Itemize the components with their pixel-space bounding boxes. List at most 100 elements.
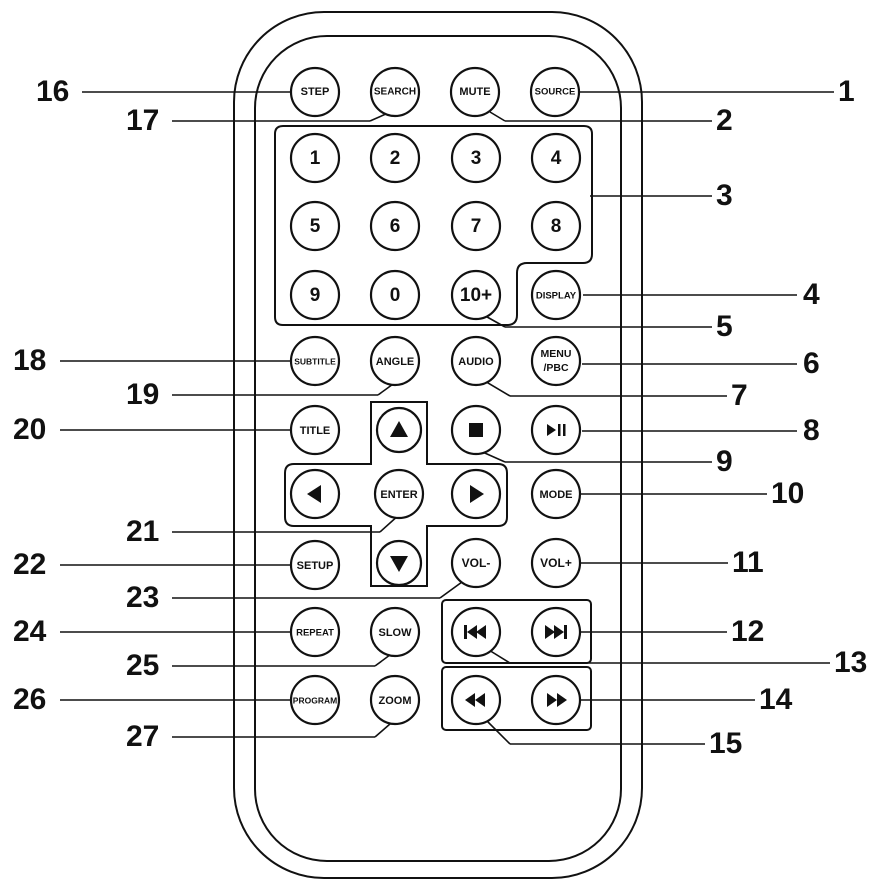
display-button-label: DISPLAY	[536, 291, 577, 302]
audio-button[interactable]: AUDIO	[450, 335, 502, 387]
mode-button-label: MODE	[540, 489, 573, 501]
slow-button[interactable]: SLOW	[369, 606, 421, 658]
number-0-label: 0	[390, 285, 401, 306]
angle-button-label: ANGLE	[376, 356, 415, 368]
program-button-label: PROGRAM	[293, 695, 337, 705]
number-8-label: 8	[551, 216, 562, 237]
angle-button[interactable]: ANGLE	[369, 335, 421, 387]
fast-forward-button[interactable]	[530, 674, 582, 726]
number-5-button[interactable]: 5	[289, 200, 341, 252]
callout-3: 3	[716, 179, 733, 212]
number-4-button[interactable]: 4	[530, 132, 582, 184]
play-pause-button[interactable]	[530, 404, 582, 456]
rewind-icon	[465, 693, 485, 707]
title-button-label: TITLE	[300, 425, 331, 437]
title-button[interactable]: TITLE	[289, 404, 341, 456]
callout-19: 19	[126, 378, 159, 411]
next-button[interactable]	[530, 606, 582, 658]
zoom-button[interactable]: ZOOM	[369, 674, 421, 726]
previous-button[interactable]	[450, 606, 502, 658]
skip-next-icon	[545, 625, 567, 639]
vol-plus-button[interactable]: VOL+	[530, 537, 582, 589]
repeat-button-label: REPEAT	[296, 628, 334, 639]
play-pause-icon	[547, 424, 566, 436]
menu-pbc-button[interactable]: MENU /PBC	[530, 335, 582, 387]
subtitle-button-label: SUBTITLE	[294, 356, 336, 366]
callout-5: 5	[716, 310, 733, 343]
number-9-button[interactable]: 9	[289, 269, 341, 321]
callout-26: 26	[13, 683, 46, 716]
callout-24: 24	[13, 615, 47, 648]
number-7-label: 7	[471, 216, 482, 237]
callout-12: 12	[731, 615, 764, 648]
mode-button[interactable]: MODE	[530, 468, 582, 520]
mute-button[interactable]: MUTE	[449, 66, 501, 118]
callout-16: 16	[36, 75, 69, 108]
number-2-button[interactable]: 2	[369, 132, 421, 184]
number-4-label: 4	[551, 148, 562, 169]
number-0-button[interactable]: 0	[369, 269, 421, 321]
enter-button[interactable]: ENTER	[373, 468, 425, 520]
number-1-label: 1	[310, 148, 321, 169]
callout-22: 22	[13, 548, 46, 581]
stop-button[interactable]	[450, 404, 502, 456]
display-button[interactable]: DISPLAY	[530, 269, 582, 321]
menu-pbc-label-line1: MENU	[541, 348, 572, 360]
right-arrow-icon	[470, 485, 484, 503]
number-1-button[interactable]: 1	[289, 132, 341, 184]
search-button[interactable]: SEARCH	[369, 66, 421, 118]
number-2-label: 2	[390, 148, 401, 169]
callout-10: 10	[771, 477, 804, 510]
up-button[interactable]	[375, 406, 423, 454]
down-button[interactable]	[375, 539, 423, 587]
rewind-button[interactable]	[450, 674, 502, 726]
number-7-button[interactable]: 7	[450, 200, 502, 252]
mute-button-label: MUTE	[459, 86, 490, 98]
callout-lines	[60, 91, 834, 745]
search-group-outline	[441, 666, 592, 731]
number-9-label: 9	[310, 285, 321, 306]
callout-14: 14	[759, 683, 793, 716]
fast-forward-icon	[547, 693, 567, 707]
enter-button-label: ENTER	[380, 489, 417, 501]
vol-minus-button[interactable]: VOL-	[450, 537, 502, 589]
right-button[interactable]	[450, 468, 502, 520]
stop-icon	[469, 423, 483, 437]
callout-18: 18	[13, 344, 46, 377]
number-6-label: 6	[390, 216, 401, 237]
callout-21: 21	[126, 515, 159, 548]
left-button[interactable]	[289, 468, 341, 520]
callout-27: 27	[126, 720, 159, 753]
repeat-button[interactable]: REPEAT	[289, 606, 341, 658]
left-arrow-icon	[307, 485, 321, 503]
navigation-pad-outline	[284, 401, 508, 587]
menu-pbc-label-line2: /PBC	[543, 362, 569, 374]
audio-button-label: AUDIO	[458, 356, 494, 368]
subtitle-button[interactable]: SUBTITLE	[289, 335, 341, 387]
ten-plus-label: 10+	[460, 285, 492, 306]
callout-9: 9	[716, 445, 733, 478]
callout-6: 6	[803, 347, 820, 380]
number-6-button[interactable]: 6	[369, 200, 421, 252]
callout-15: 15	[709, 727, 742, 760]
source-button-label: SOURCE	[535, 87, 576, 98]
number-3-button[interactable]: 3	[450, 132, 502, 184]
step-button[interactable]: STEP	[289, 66, 341, 118]
program-button[interactable]: PROGRAM	[289, 674, 341, 726]
ten-plus-button[interactable]: 10+	[450, 269, 502, 321]
callout-17: 17	[126, 104, 159, 137]
skip-previous-icon	[464, 625, 486, 639]
setup-button-label: SETUP	[297, 560, 334, 572]
slow-button-label: SLOW	[379, 627, 413, 639]
callout-4: 4	[803, 278, 820, 311]
callout-7: 7	[731, 379, 748, 412]
setup-button[interactable]: SETUP	[289, 539, 341, 591]
number-5-label: 5	[310, 216, 321, 237]
callout-25: 25	[126, 649, 159, 682]
source-button[interactable]: SOURCE	[529, 66, 581, 118]
callout-23: 23	[126, 581, 159, 614]
number-pad-outline	[274, 125, 593, 326]
number-8-button[interactable]: 8	[530, 200, 582, 252]
callout-13: 13	[834, 646, 867, 679]
